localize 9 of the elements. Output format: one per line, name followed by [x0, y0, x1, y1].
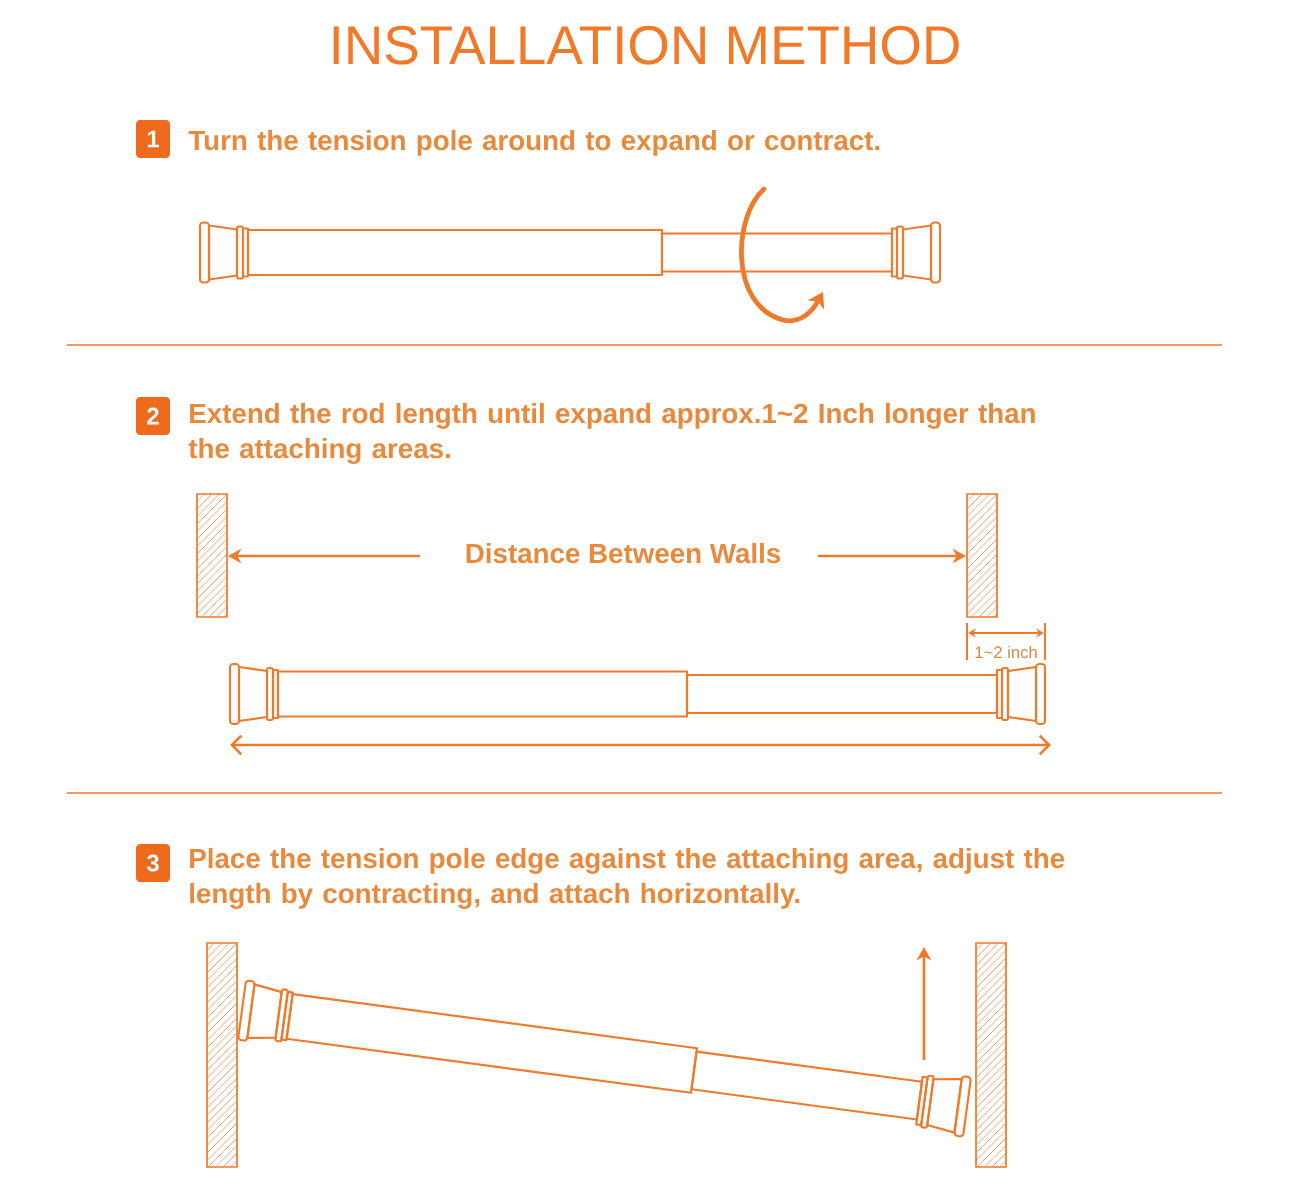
instruction-text: Extend the rod length until expand approx.1~2 Inch longer than the attaching areas. [188, 402, 1035, 464]
instruction-text: Turn the tension pole around to expand or contract. [188, 129, 880, 156]
dimension-label: 1~2 inch [975, 645, 1037, 659]
number-badge: 1 [136, 120, 170, 158]
title: INSTALLATION METHOD [333, 25, 959, 65]
number-badge: 3 [136, 844, 170, 882]
number-badge: 2 [136, 397, 170, 435]
instruction-text: Place the tension pole edge against the attaching area, adjust the length by contracting, and attach horizontally. [190, 847, 1065, 909]
dimension-label: Distance Between Walls [466, 542, 781, 564]
